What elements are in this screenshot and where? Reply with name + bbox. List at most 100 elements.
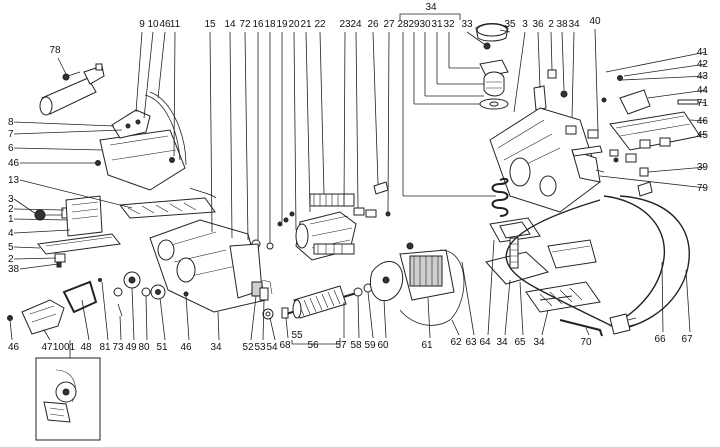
callout-78: 78 — [49, 45, 61, 56]
callout-32: 32 — [443, 19, 455, 30]
callout-2c: 2 — [8, 254, 14, 265]
part-21-blade-drum — [295, 193, 357, 261]
part-13-base-shoe — [119, 187, 217, 219]
callout-21: 21 — [300, 19, 312, 30]
callout-34a: 34 — [425, 2, 437, 13]
part-24-fasteners — [353, 181, 391, 218]
callout-58: 58 — [350, 340, 362, 351]
part-1-fence-assembly — [34, 195, 121, 268]
callout-60: 60 — [377, 340, 389, 351]
callout-11: 11 — [170, 19, 181, 30]
callout-5: 5 — [8, 242, 14, 253]
callout-20: 20 — [288, 19, 300, 30]
callout-51: 51 — [156, 342, 168, 353]
callout-2a: 2 — [548, 19, 554, 30]
callout-31: 31 — [431, 19, 443, 30]
callout-3b: 3 — [8, 194, 14, 205]
callout-2b: 2 — [8, 204, 14, 215]
part-61-stator — [399, 242, 455, 301]
callout-28: 28 — [397, 19, 409, 30]
part-63-motor-housing — [399, 249, 465, 326]
callout-53: 53 — [254, 342, 266, 353]
callout-57: 57 — [335, 340, 347, 351]
callout-41: 41 — [697, 47, 709, 58]
part-36-bracket — [533, 69, 568, 111]
callout-64: 64 — [479, 337, 491, 348]
callout-63: 63 — [465, 337, 477, 348]
callout-54: 54 — [266, 342, 278, 353]
callout-49: 49 — [125, 342, 137, 353]
callout-22: 22 — [314, 19, 326, 30]
callout-47: 47 — [41, 342, 53, 353]
callout-34d: 34 — [496, 337, 508, 348]
callout-19: 19 — [276, 19, 288, 30]
callout-1: 1 — [8, 214, 14, 225]
part-66-power-cord — [505, 181, 690, 335]
callout-66: 66 — [654, 334, 666, 345]
callout-65: 65 — [514, 337, 526, 348]
callout-18: 18 — [264, 19, 276, 30]
callout-38a: 38 — [556, 19, 568, 30]
part-block — [547, 239, 597, 269]
part-34-filter-plate — [525, 281, 601, 313]
callout-46e: 46 — [180, 342, 192, 353]
part-6-guard-housing — [95, 91, 187, 191]
callout-24: 24 — [350, 19, 362, 30]
callout-34e: 34 — [533, 337, 545, 348]
callout-7: 7 — [8, 129, 14, 140]
callout-23: 23 — [339, 19, 351, 30]
callout-38b: 38 — [8, 264, 20, 275]
callout-46b: 46 — [697, 116, 709, 127]
callout-56: 56 — [307, 340, 319, 351]
callout-80: 80 — [138, 342, 150, 353]
callout-62: 62 — [450, 337, 462, 348]
callout-46a: 46 — [159, 19, 171, 30]
part-78-dust-adapter — [39, 63, 105, 116]
callout-55: 55 — [291, 330, 303, 341]
callout-34b: 34 — [568, 19, 580, 30]
callout-35: 35 — [504, 19, 516, 30]
callout-81: 81 — [99, 342, 111, 353]
callout-29: 29 — [408, 19, 420, 30]
part-34-gear-housing — [489, 107, 605, 213]
callout-42: 42 — [697, 59, 709, 70]
callout-6: 6 — [8, 143, 14, 154]
callout-8: 8 — [8, 117, 14, 128]
callout-43: 43 — [697, 71, 709, 82]
callout-79: 79 — [697, 183, 709, 194]
callout-67: 67 — [681, 334, 693, 345]
callout-1001: 1001 — [53, 342, 76, 353]
callout-36: 36 — [532, 19, 544, 30]
callout-59: 59 — [364, 340, 376, 351]
callout-61: 61 — [421, 340, 433, 351]
part-1001-inset-detail — [35, 357, 101, 441]
callout-45: 45 — [697, 130, 709, 141]
leader-lines — [9, 13, 707, 358]
callout-52: 52 — [242, 342, 254, 353]
callout-73: 73 — [112, 342, 124, 353]
part-34-main-housing — [149, 219, 273, 313]
callout-39: 39 — [697, 162, 709, 173]
callout-10: 10 — [147, 19, 159, 30]
callout-13: 13 — [8, 175, 20, 186]
callout-9: 9 — [139, 19, 145, 30]
callout-70: 70 — [580, 337, 592, 348]
callout-30: 30 — [419, 19, 431, 30]
callout-14: 14 — [224, 19, 236, 30]
callout-16: 16 — [252, 19, 264, 30]
part-31-gear-assembly — [475, 23, 509, 110]
part-60-fan — [353, 261, 404, 302]
callout-40: 40 — [589, 16, 601, 27]
part-64-gasket-frame — [489, 217, 541, 243]
callout-48: 48 — [80, 342, 92, 353]
callout-3a: 3 — [522, 19, 528, 30]
part-56-armature — [281, 285, 361, 319]
callout-46c: 46 — [8, 158, 20, 169]
callout-72: 72 — [239, 19, 251, 30]
part-27-spring — [491, 177, 509, 217]
callout-4: 4 — [8, 228, 14, 239]
callout-34c: 34 — [210, 342, 222, 353]
